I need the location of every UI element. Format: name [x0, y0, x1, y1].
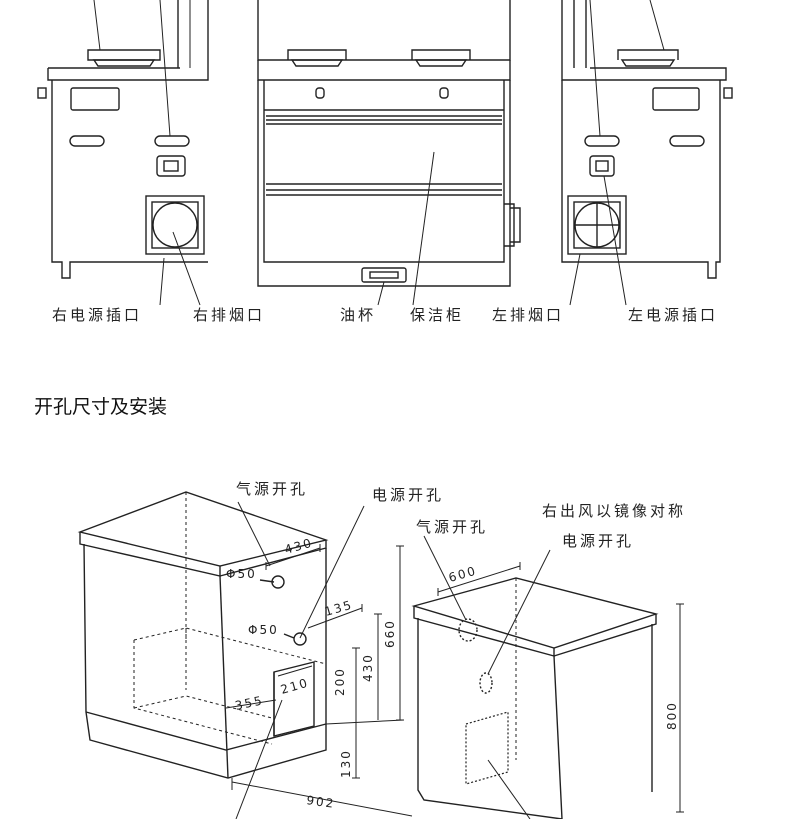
dim-210: 210: [279, 675, 311, 696]
callout-gas-hole-left: 气源开孔: [236, 480, 308, 498]
dim-660: 660: [383, 619, 397, 648]
callout-power-hole-left: 电源开孔: [372, 486, 444, 504]
dim-130: 130: [339, 749, 353, 778]
label-right-power-socket: 右电源插口: [52, 306, 142, 324]
dim-355: 355: [234, 693, 265, 713]
install-cabinet-left: [77, 491, 413, 820]
dim-phi-gas: Φ50: [226, 567, 257, 581]
dim-600: 600: [447, 563, 479, 584]
callout-power-hole-right: 电源开孔: [562, 532, 634, 550]
dim-200: 200: [333, 667, 347, 696]
label-left-power-socket: 左电源插口: [628, 306, 718, 324]
dim-902: 902: [306, 793, 337, 811]
section-title: 开孔尺寸及安装: [34, 396, 168, 418]
label-left-exhaust-port: 左排烟口: [492, 306, 564, 324]
dim-135: 135: [323, 597, 355, 618]
center-cabinet-front: [257, 0, 521, 306]
dim-phi-power: Φ50: [248, 623, 279, 637]
label-oil-cup: 油杯: [340, 306, 376, 324]
callout-mirror-note: 右出风以镜像对称: [542, 502, 686, 520]
right-cabinet-front: [561, 0, 733, 306]
dim-430-side: 430: [361, 653, 375, 682]
callout-gas-hole-right: 气源开孔: [416, 518, 488, 536]
label-right-exhaust-port: 右排烟口: [193, 306, 265, 324]
install-cabinet-right: [411, 535, 684, 820]
label-disinfection-cabinet: 保洁柜: [410, 306, 464, 324]
dim-430-top: 430: [283, 535, 315, 556]
dim-800: 800: [665, 701, 679, 730]
left-cabinet-front: [37, 0, 209, 306]
